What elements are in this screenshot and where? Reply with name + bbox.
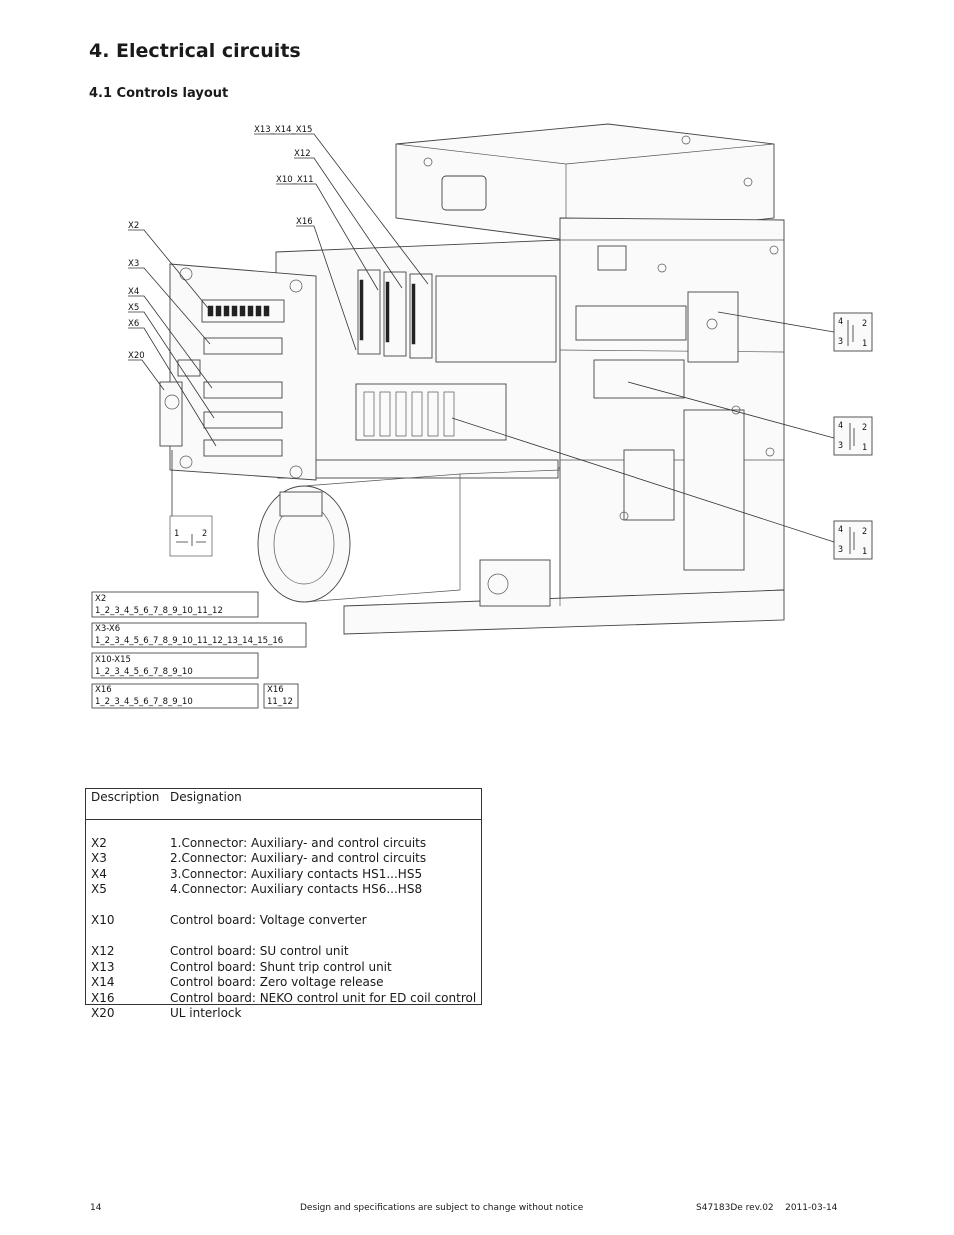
spacer-row [86, 898, 481, 914]
row-code: X4 [91, 866, 107, 881]
svg-text:X10-X15: X10-X15 [95, 655, 131, 665]
svg-text:1: 1 [862, 443, 867, 453]
row-text: Control board: Zero voltage release [170, 975, 384, 989]
svg-text:2: 2 [862, 527, 867, 537]
row-code: X20 [91, 1006, 115, 1020]
footer-document-id: S47183De rev.02 2011-03-14 [696, 1203, 838, 1213]
footer-page-number: 14 [90, 1203, 102, 1213]
row-code: X5 [91, 882, 107, 896]
callout-x2: X2 [128, 221, 139, 231]
pinout-box-x2: X2 1_2_3_4_5_6_7_8_9_10_11_12 [91, 591, 259, 618]
svg-text:4: 4 [838, 317, 843, 327]
svg-text:11_12: 11_12 [267, 697, 293, 707]
row-text: 3.Connector: Auxiliary contacts HS1...HS… [170, 866, 423, 881]
contact-pin-labels: 4 2 3 1 4 2 3 1 4 2 3 1 [838, 317, 867, 557]
row-text: Control board: SU control unit [170, 944, 349, 958]
spacer-row [86, 820, 481, 836]
callout-x5: X5 [128, 303, 139, 313]
pinout-box-x3-x6: X3-X6 1_2_3_4_5_6_7_8_9_10_11_12_13_14_1… [91, 622, 307, 648]
callout-x10-x11: X10_X11 [276, 175, 314, 185]
row-text: Control board: Shunt trip control unit [170, 959, 392, 974]
row-text: 1.Connector: Auxiliary- and control circ… [170, 835, 427, 850]
svg-text:4: 4 [838, 421, 843, 431]
breaker-drawing-svg: 4 2 3 1 4 2 3 1 4 2 3 1 X13_X14_X15 X12 … [91, 123, 873, 709]
svg-text:1: 1 [862, 339, 867, 349]
row-text: Control board: Voltage converter [170, 913, 367, 927]
callout-x20: X20 [128, 351, 145, 361]
svg-text:1_2_3_4_5_6_7_8_9_10_11_12: 1_2_3_4_5_6_7_8_9_10_11_12 [95, 606, 223, 616]
controls-layout-drawing: 4 2 3 1 4 2 3 1 4 2 3 1 X13_X14_X15 X12 … [88, 120, 888, 720]
svg-text:X3-X6: X3-X6 [95, 624, 120, 634]
row-code: X14 [91, 975, 115, 989]
contact-blocks [833, 312, 873, 560]
row-text: UL interlock [170, 1006, 242, 1020]
spacer-row [86, 929, 481, 945]
svg-text:3: 3 [838, 337, 843, 347]
footer-notice: Design and specifications are subject to… [300, 1203, 584, 1213]
designation-table: Description Designation X2 1.Connector: A… [85, 788, 482, 1020]
table-row: X10 Control board: Voltage converter [86, 913, 481, 929]
table-header: Description Designation [86, 789, 481, 820]
row-code: X16 [91, 990, 115, 1005]
svg-text:1: 1 [174, 529, 179, 539]
callout-x6: X6 [128, 319, 139, 329]
table-row: X12 Control board: SU control unit [86, 944, 481, 960]
table-body: X2 1.Connector: Auxiliary- and control ci… [86, 820, 481, 1022]
callout-x12: X12 [294, 149, 311, 159]
table-row: X13 Control board: Shunt trip control uni… [86, 960, 481, 976]
x20-switch-symbol: 1 2 [169, 450, 213, 557]
table-row: X14 Control board: Zero voltage release [86, 975, 481, 991]
row-code: X13 [91, 959, 115, 974]
callouts: X13_X14_X15 X12 X10_X11 X16 X2 X3 X4 X5 … [128, 125, 429, 447]
motor-cylinder [257, 473, 461, 603]
svg-text:X2: X2 [95, 594, 106, 604]
svg-text:1_2_3_4_5_6_7_8_9_10: 1_2_3_4_5_6_7_8_9_10 [95, 667, 193, 677]
svg-text:1_2_3_4_5_6_7_8_9_10_11_12_13_: 1_2_3_4_5_6_7_8_9_10_11_12_13_14_15_16 [95, 636, 283, 646]
base-frame [343, 469, 785, 635]
svg-text:4: 4 [838, 525, 843, 535]
pinout-box-x10-x15: X10-X15 1_2_3_4_5_6_7_8_9_10 [91, 652, 259, 679]
svg-text:X16: X16 [95, 685, 112, 695]
row-text: 4.Connector: Auxiliary contacts HS6...HS… [170, 882, 423, 896]
callout-x4: X4 [128, 287, 139, 297]
page-title: 4. Electrical circuits [89, 40, 301, 62]
svg-text:2: 2 [862, 423, 867, 433]
row-code: X2 [91, 835, 107, 850]
svg-text:1: 1 [862, 547, 867, 557]
svg-text:X16: X16 [267, 685, 284, 695]
svg-text:2: 2 [862, 319, 867, 329]
callout-x3: X3 [128, 259, 139, 269]
callout-x13-x15: X13_X14_X15 [254, 125, 312, 135]
row-code: X12 [91, 944, 115, 958]
main-frame [275, 217, 785, 601]
svg-text:3: 3 [838, 441, 843, 451]
table-row: X5 4.Connector: Auxiliary contacts HS6...… [86, 882, 481, 898]
row-text: Control board: NEKO control unit for ED … [170, 990, 477, 1005]
section-title: 4.1 Controls layout [89, 86, 229, 101]
table-row: X3 2.Connector: Auxiliary- and control ci… [86, 851, 481, 867]
svg-text:2: 2 [202, 529, 207, 539]
row-code: X3 [91, 851, 107, 865]
pinout-box-x16-11-12: X16 11_12 [263, 683, 299, 709]
callout-x16: X16 [296, 217, 313, 227]
control-boards [277, 269, 559, 479]
svg-text:1_2_3_4_5_6_7_8_9_10: 1_2_3_4_5_6_7_8_9_10 [95, 697, 193, 707]
pinout-box-x16: X16 1_2_3_4_5_6_7_8_9_10 [91, 683, 259, 709]
table-row: X2 1.Connector: Auxiliary- and control ci… [86, 836, 481, 852]
column-header-description: Description [91, 790, 160, 804]
svg-text:3: 3 [838, 545, 843, 555]
top-housing [395, 123, 775, 241]
row-code: X10 [91, 913, 115, 927]
column-header-designation: Designation [170, 790, 242, 804]
table-row: X16 Control board: NEKO control unit for … [86, 991, 481, 1007]
table-row: X4 3.Connector: Auxiliary contacts HS1...… [86, 867, 481, 883]
table-row: X20 UL interlock [86, 1006, 481, 1022]
row-text: 2.Connector: Auxiliary- and control circ… [170, 851, 427, 865]
